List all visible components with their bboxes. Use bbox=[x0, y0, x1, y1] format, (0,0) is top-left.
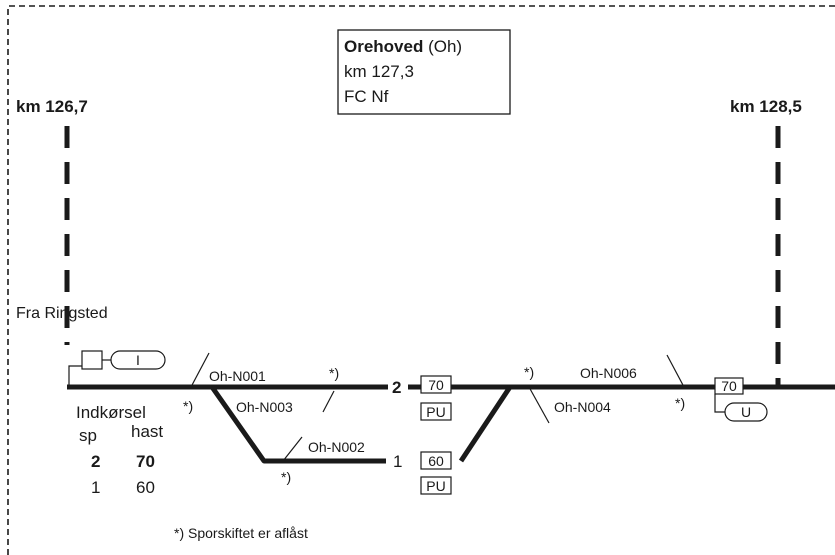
km-left-label: km 126,7 bbox=[16, 97, 88, 116]
station-km: km 127,3 bbox=[344, 62, 414, 81]
side-track-right bbox=[458, 385, 513, 463]
speed-board-main-code: PU bbox=[426, 404, 445, 420]
speed-board-side-value: 60 bbox=[428, 453, 444, 469]
entry-signal-left: I bbox=[68, 350, 166, 385]
star-mark-n004: *) bbox=[524, 364, 534, 380]
speed-board-side-code-box bbox=[420, 476, 452, 495]
track-number-main: 2 bbox=[392, 378, 401, 397]
rails bbox=[67, 384, 835, 464]
side-track-left bbox=[209, 385, 386, 464]
switch-label-n001: Oh-N001 bbox=[209, 368, 266, 384]
entry-table-row-speed: 60 bbox=[136, 478, 155, 497]
speed-board-right-code: U bbox=[741, 404, 751, 420]
station-abbr: (Oh) bbox=[428, 37, 462, 56]
footnote: *) Sporskiftet er aflåst bbox=[174, 525, 308, 541]
signal-post bbox=[68, 365, 82, 385]
speed-board-right: 70 U bbox=[714, 377, 768, 422]
speed-board-right-value: 70 bbox=[721, 378, 737, 394]
speed-board-side-box bbox=[420, 451, 452, 470]
switch-n001-tick bbox=[190, 352, 210, 388]
km-right-label: km 128,5 bbox=[730, 97, 802, 116]
speed-board-right-code-box bbox=[724, 402, 768, 422]
from-label: Fra Ringsted bbox=[16, 305, 108, 322]
signal-lamp-label: I bbox=[136, 352, 140, 368]
speed-board-main-box bbox=[420, 375, 452, 394]
station-box-border bbox=[337, 29, 511, 115]
speed-board-main-value: 70 bbox=[428, 377, 444, 393]
speed-board-side-code: PU bbox=[426, 478, 445, 494]
switch-label-n003: Oh-N003 bbox=[236, 399, 293, 415]
entry-table-title: Indkørsel bbox=[76, 403, 146, 422]
signal-lamp bbox=[110, 350, 166, 370]
switch-label-n002: Oh-N002 bbox=[308, 439, 365, 455]
switch-label-n004: Oh-N004 bbox=[554, 399, 611, 415]
switch-n003-tick bbox=[322, 390, 335, 413]
star-mark-n001: *) bbox=[329, 365, 339, 381]
entry-table-col-speed: hast bbox=[131, 422, 163, 441]
speed-board-main-code-box bbox=[420, 402, 452, 421]
entry-table-row-track: 2 bbox=[91, 452, 100, 471]
signal-head-box bbox=[81, 350, 103, 370]
speed-board-right-box bbox=[714, 377, 744, 395]
star-mark-n002: *) bbox=[281, 469, 291, 485]
station-info-box: Orehoved (Oh) km 127,3 FC Nf bbox=[337, 29, 511, 115]
station-name: Orehoved bbox=[344, 37, 423, 56]
entry-table-row-speed: 70 bbox=[136, 452, 155, 471]
star-mark-n006: *) bbox=[675, 395, 685, 411]
speed-board-right-post bbox=[714, 394, 725, 413]
diagram-frame bbox=[7, 5, 835, 555]
station-type: FC Nf bbox=[344, 87, 389, 106]
switch-n002-tick bbox=[282, 436, 303, 462]
track-number-side: 1 bbox=[393, 452, 402, 471]
entry-table-col-track: sp bbox=[79, 426, 97, 445]
speed-board-side: 60 PU bbox=[420, 451, 452, 495]
switch-label-n006: Oh-N006 bbox=[580, 365, 637, 381]
station-title: Orehoved (Oh) bbox=[344, 37, 462, 56]
star-mark-n003: *) bbox=[183, 398, 193, 414]
switch-n004-tick bbox=[528, 386, 550, 424]
entry-table-row-track: 1 bbox=[91, 478, 100, 497]
entry-table: Indkørsel sp hast 2 70 1 60 bbox=[76, 403, 163, 497]
switch-n006-tick bbox=[666, 354, 685, 388]
speed-board-main: 70 PU bbox=[420, 375, 452, 421]
